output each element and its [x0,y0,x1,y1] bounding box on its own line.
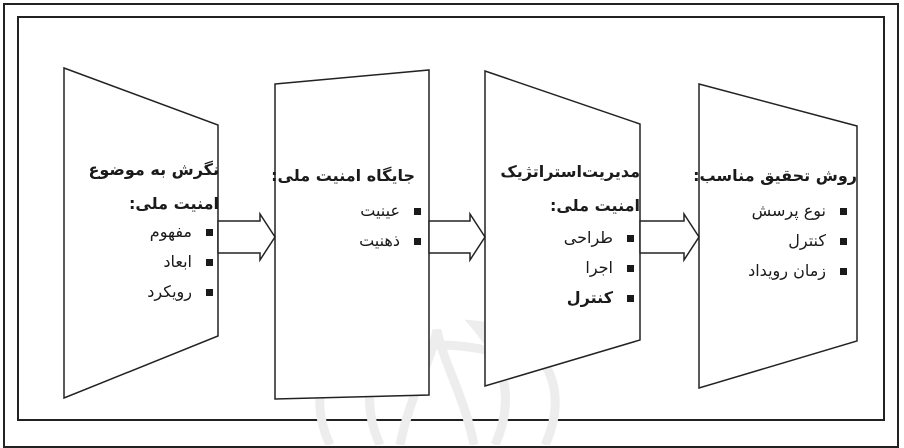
stage-4-title-line-1: روش تحقیق مناسب: [693,166,857,185]
stage-4-title: روش تحقیق مناسب: [693,159,857,193]
stage-3-item-1: طراحی [564,223,634,253]
watermark-petal-right [464,319,560,445]
stage-4-item-1: نوع پرسش [748,196,847,226]
stage-3-item-3: کنترل [564,283,634,313]
arrow-2 [428,211,486,263]
stage-2-list: عینیت ذهنیت [359,196,421,256]
stage-1-item-1: مفهوم [147,217,213,247]
stage-3-item-2: اجرا [564,253,634,283]
stage-3-title-line-1: مدیریت‌استراتژیک [500,162,640,181]
stage-1-title: نگرش به موضوع امنیت ملی: [88,153,219,221]
stage-2-title: جایگاه امنیت ملی: [271,159,415,193]
stage-3-title: مدیریت‌استراتژیک امنیت ملی: [500,155,640,223]
stage-2-item-1: عینیت [359,196,421,226]
stage-4-item-2: کنترل [748,226,847,256]
stage-3-list: طراحی اجرا کنترل [564,223,634,313]
stage-1-item-3: رویکرد [147,277,213,307]
inner-frame [17,16,885,421]
stage-2-item-2: ذهنیت [359,226,421,256]
stage-3-title-line-2: امنیت ملی: [550,196,640,215]
stage-1-list: مفهوم ابعاد رویکرد [147,217,213,307]
stage-1-title-line-2: امنیت ملی: [129,194,219,213]
stage-4-item-3: زمان رویداد [748,256,847,286]
arrow-1 [217,211,276,263]
stage-4-list: نوع پرسش کنترل زمان رویداد [748,196,847,286]
stage-2-title-line-1: جایگاه امنیت ملی: [271,166,415,185]
watermark-petal-center [395,329,479,445]
stage-1-item-2: ابعاد [147,247,213,277]
arrow-3 [639,211,700,263]
stage-2-trapezoid [274,69,430,400]
stage-1-trapezoid [63,66,219,400]
stage-1-title-line-1: نگرش به موضوع [88,160,219,179]
